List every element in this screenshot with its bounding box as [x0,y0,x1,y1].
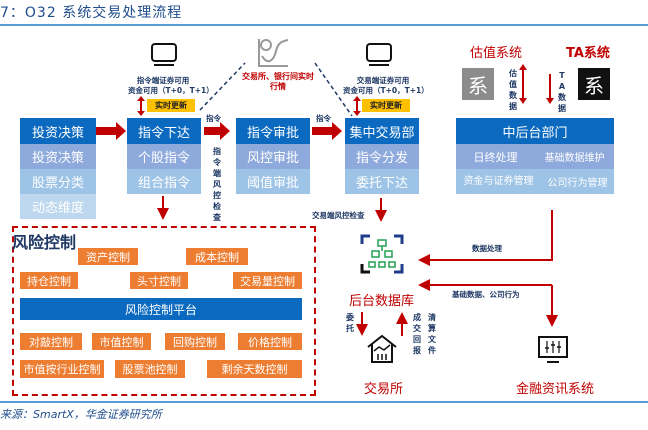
central-trading-item: 指令分发 [345,144,419,169]
figure-title: 7：O32 系统交易处理流程 [0,5,183,21]
risk-platform: 风险控制平台 [20,298,302,320]
updown-arrow-1 [137,96,145,116]
market-quote-line1: 交易所、银行间实时 [242,72,314,81]
realtime-update-badge-2: 实时更新 [362,99,410,112]
investment-decision-box: 投资决策 投资决策 股票分类 动态维度 [20,118,96,219]
back-office-item: 资金与证券管理 [456,169,541,194]
risk-item: 市值按行业控制 [20,360,104,378]
risk-item: 持仓控制 [20,272,78,289]
back-office-item: 日终处理 [456,144,535,169]
entrust-label: 委托 [346,313,354,333]
source-note: 来源：SmartX，华金证券研究所 [0,408,162,421]
order-issue-item: 个股指令 [127,144,201,169]
footer-divider [0,401,648,403]
order-side-note: 指令端证券可用 资金可用（T+0，T+1） [128,76,214,96]
valuation-system-label: 估值系统 [470,46,523,61]
risk-item: 市值控制 [92,333,151,350]
order-issue-box: 指令下达 个股指令 组合指令 [127,118,201,194]
exchange-label: 交易所 [364,382,404,397]
trade-side-note-line1: 交易端证券可用 [356,76,410,85]
risk-control-title: 风险控制 [12,233,77,252]
base-data-label: 基础数据、公司行为 [452,290,520,299]
flow-arrow-3 [312,122,342,140]
back-office-item: 基础数据维护 [535,144,614,169]
back-office-box: 中后台部门 日终处理 基础数据维护 资金与证券管理 公司行为管理 [456,118,614,194]
back-office-item: 公司行为管理 [541,169,614,194]
risk-item: 头寸控制 [130,272,188,289]
deal-report-label: 成交回报 [413,313,421,355]
investment-header: 投资决策 [20,118,96,144]
investment-item: 投资决策 [20,144,96,169]
order-risk-check-label: 指令端风控检查 [213,147,221,222]
valuation-system-icon: 系 [462,68,494,100]
fin-info-icon [538,336,568,363]
trade-risk-check-label: 交易端风控检查 [312,211,365,220]
fin-info-label: 金融资讯系统 [516,382,595,397]
risk-item: 股票池控制 [115,360,185,378]
updown-arrow-2 [353,96,361,116]
ta-system-label: TA系统 [566,46,610,61]
exchange-icon [367,334,397,363]
risk-item: 交易量控制 [233,272,302,289]
order-approval-item: 风控审批 [236,144,310,169]
backend-db-label: 后台数据库 [349,294,415,309]
ta-arrow [546,74,554,104]
valuation-data-label: 估值数据 [509,69,517,111]
back-office-header: 中后台部门 [456,118,614,144]
back-office-row: 资金与证券管理 公司行为管理 [456,169,614,194]
arrow-backoffice-to-db [418,210,553,266]
order-label-1: 指令 [206,114,221,123]
clearing-file-label: 清算文件 [428,313,436,355]
order-approval-item: 阈值审批 [236,169,310,194]
central-trading-box: 集中交易部 指令分发 委托下达 [345,118,419,194]
market-chart-icon [258,39,289,67]
risk-item: 对敲控制 [20,333,82,350]
trade-side-note: 交易端证券可用 资金可用（T+0，T+1） [343,76,429,96]
risk-control-panel [12,226,316,396]
order-approval-header: 指令审批 [236,118,310,144]
quote-line-left [199,62,246,111]
order-label-2: 指令 [316,114,331,123]
flow-arrow-2 [204,122,230,140]
central-trading-header: 集中交易部 [345,118,419,144]
monitor-icon-left [151,43,177,66]
valuation-arrow [519,64,527,104]
market-quote-line2: 行情 [270,82,286,91]
risk-item: 成本控制 [186,248,248,265]
investment-item: 动态维度 [20,194,96,219]
risk-item: 回购控制 [165,333,225,350]
title-divider [0,24,648,26]
risk-item: 价格控制 [238,333,302,350]
risk-item: 资产控制 [78,248,138,265]
data-processing-label: 数据处理 [472,244,502,253]
database-icon [360,234,404,274]
ta-system-icon: 系 [578,68,610,100]
ta-data-label: TA数据 [558,71,566,113]
market-quote-note: 交易所、银行间实时 行情 [238,72,318,92]
realtime-update-badge-1: 实时更新 [147,99,195,112]
monitor-icon-right [366,43,392,66]
order-side-note-line1: 指令端证券可用 [136,76,190,85]
investment-item: 股票分类 [20,169,96,194]
risk-item: 剩余天数控制 [207,360,302,378]
back-office-row: 日终处理 基础数据维护 [456,144,614,169]
order-issue-item: 组合指令 [127,169,201,194]
order-side-note-line2: 资金可用（T+0，T+1） [128,86,214,95]
trade-side-note-line2: 资金可用（T+0，T+1） [343,86,429,95]
central-trading-item: 委托下达 [345,169,419,194]
quote-line-right [314,62,353,117]
order-approval-box: 指令审批 风控审批 阈值审批 [236,118,310,194]
flow-arrow-1 [96,122,126,140]
order-issue-header: 指令下达 [127,118,201,144]
